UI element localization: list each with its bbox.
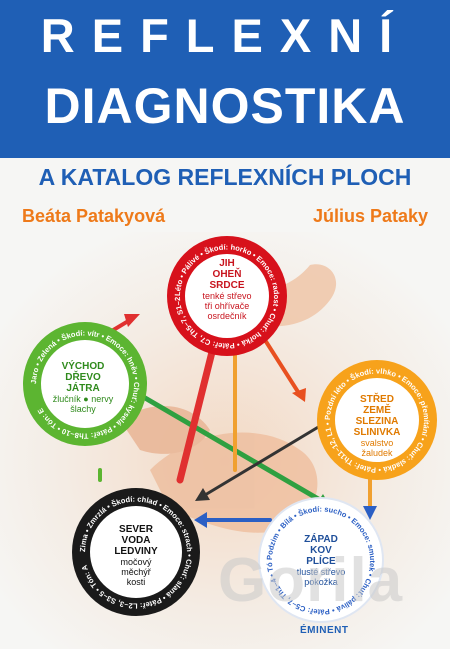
wood-organ-3: šlachy xyxy=(70,404,96,414)
title-line-1: REFLEXNÍ xyxy=(40,9,410,62)
water-direction: SEVER xyxy=(119,524,153,535)
metal-direction: ZÁPAD xyxy=(304,534,338,545)
fire-organ-4: osrdečník xyxy=(207,311,247,321)
cycle-arrows xyxy=(98,314,377,547)
fire-organ: SRDCE xyxy=(209,280,245,291)
watermark-logo: Gorila xyxy=(218,546,404,615)
wood-organ: JÁTRA xyxy=(66,383,100,394)
earth-organ-2: SLINIVKA xyxy=(353,427,401,438)
water-element-text: SEVER VODA LEDVINY močový měchýř kosti xyxy=(106,524,166,587)
fire-organ-3: tři ohřívače xyxy=(204,301,250,311)
subtitle: A KATALOG REFLEXNÍCH PLOCH xyxy=(38,164,412,190)
metal-element-text: ZÁPAD KOV PLÍCE tlusté střevo pokožka xyxy=(289,534,353,587)
author-2: Július Pataky xyxy=(312,206,428,226)
earth-element-text: STŘED ZEMĚ SLEZINA SLINIVKA svalstvo žal… xyxy=(347,394,407,458)
earth-organ-3: svalstvo xyxy=(360,438,394,448)
fire-element-text: JIH OHEŇ SRDCE tenké střevo tři ohřívače… xyxy=(199,258,255,321)
water-element: VODA xyxy=(121,535,151,546)
metal-organ-2: tlusté střevo xyxy=(296,567,346,577)
title-banner: REFLEXNÍ DIAGNOSTIKA xyxy=(0,0,450,158)
wood-element-circle: Jaro • Zelená • Škodí: vítr • Emoce: hně… xyxy=(23,322,147,446)
water-organ-2: močový měchýř xyxy=(120,557,152,577)
earth-organ-4: žaludek xyxy=(361,448,393,458)
title-line-2: DIAGNOSTIKA xyxy=(44,78,406,134)
earth-organ: SLEZINA xyxy=(355,416,399,427)
earth-element: ZEMĚ xyxy=(363,405,391,416)
water-organ-3: kosti xyxy=(126,577,146,587)
fire-organ-2: tenké střevo xyxy=(202,291,252,301)
metal-organ-3: pokožka xyxy=(304,577,338,587)
author-1: Beáta Patakyová xyxy=(22,206,166,226)
metal-organ: PLÍCE xyxy=(306,556,336,567)
wood-direction: VÝCHOD xyxy=(61,361,105,372)
publisher-logo: ÉMINENT xyxy=(300,625,349,636)
five-elements-illustration: Léto • Pálivé • Škodí: horko • Emoce: ra… xyxy=(0,232,450,649)
metal-element: KOV xyxy=(310,545,332,556)
earth-direction: STŘED xyxy=(360,394,394,405)
fire-direction: JIH xyxy=(219,258,235,269)
water-element-circle: Zima • Zmrzlá • Škodí: chlad • Emoce: st… xyxy=(72,488,200,616)
wood-organ-2: žlučník ● nervy xyxy=(52,394,114,404)
fire-element: OHEŇ xyxy=(212,269,242,280)
water-organ: LEDVINY xyxy=(114,546,158,557)
wood-element: DŘEVO xyxy=(65,372,101,383)
wood-element-text: VÝCHOD DŘEVO JÁTRA žlučník ● nervy šlach… xyxy=(49,361,117,414)
